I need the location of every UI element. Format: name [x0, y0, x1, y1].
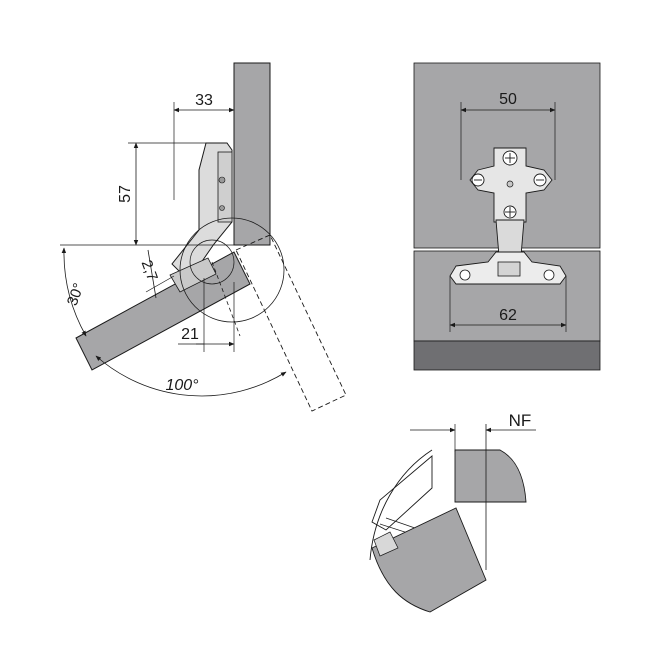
door-outline-100deg — [235, 234, 347, 412]
cabinet-side-panel — [233, 62, 271, 246]
dim-2-7-label: 2,7 — [138, 258, 161, 283]
nf-arc-segment — [369, 449, 433, 561]
dim-2-7-line — [147, 249, 157, 299]
dim-21-label: 21 — [181, 326, 199, 343]
nf-cup — [373, 531, 399, 557]
cup-hole-right — [543, 269, 555, 281]
angle-30-label: 30° — [64, 281, 88, 308]
dim-2-7-ext — [145, 275, 175, 293]
front-view: 50 62 — [413, 62, 601, 371]
side-view: 33 57 2,7 30° 21 100° — [60, 62, 347, 412]
nf-hinge-arm — [371, 455, 433, 531]
pivot-circle-outer — [179, 217, 285, 323]
nf-detail-view: NF — [369, 411, 536, 613]
angle-100-arc — [95, 355, 287, 397]
angle-100-label: 100° — [165, 377, 199, 394]
cup-hole-left — [459, 269, 471, 281]
cup-center — [497, 261, 521, 277]
pivot-circle-inner — [189, 239, 235, 285]
cup-centerline — [211, 261, 241, 337]
hinge-plate — [217, 151, 233, 223]
dim-57-label: 57 — [117, 185, 134, 203]
dim-50-label: 50 — [499, 91, 517, 108]
rivet — [506, 180, 514, 188]
nf-cabinet-side — [454, 449, 527, 503]
lower-panel-edge — [413, 340, 601, 371]
nf-door-panel — [371, 507, 487, 613]
dim-62-label: 62 — [499, 307, 517, 324]
angle-30-arc — [61, 247, 87, 337]
door-panel — [75, 251, 251, 371]
hinge-screw — [219, 205, 225, 211]
nf-label: NF — [509, 411, 532, 430]
dim-33-label: 33 — [195, 92, 213, 109]
hinge-screw — [218, 176, 226, 184]
